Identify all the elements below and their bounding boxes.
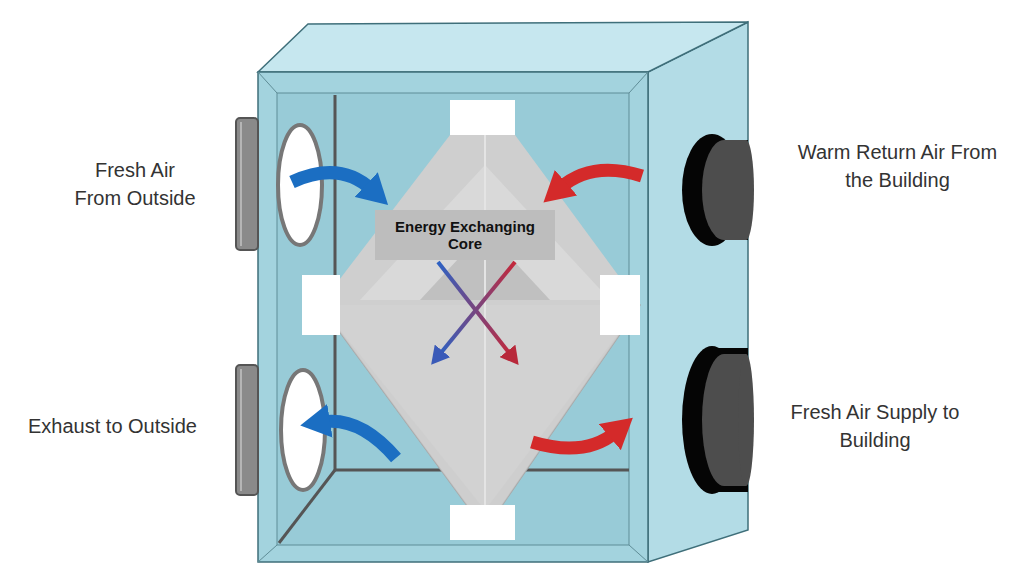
port-opening xyxy=(278,125,322,245)
port-label: Warm Return Air From the Building xyxy=(790,138,1005,194)
cabinet-side xyxy=(648,22,748,562)
core-face xyxy=(320,305,640,530)
duct xyxy=(702,140,746,240)
energy-exchanging-core: Energy Exchanging Core xyxy=(300,100,660,540)
core-seam xyxy=(484,110,486,530)
port-opening xyxy=(281,370,325,490)
port-collar xyxy=(240,122,242,246)
port-collar xyxy=(236,365,258,495)
core-seal xyxy=(450,505,515,540)
duct xyxy=(738,354,754,486)
cabinet-top xyxy=(258,22,748,72)
port-label: Fresh Air Supply to Building xyxy=(775,398,975,454)
duct xyxy=(724,140,746,240)
core-seal xyxy=(450,100,515,135)
port-label: Fresh Air From Outside xyxy=(70,156,200,212)
bevel-line xyxy=(258,72,277,93)
flow-arrow xyxy=(560,170,642,188)
port-label: Exhaust to Outside xyxy=(5,412,220,440)
core-seal xyxy=(600,275,640,335)
cabinet-front xyxy=(258,72,648,562)
flow-arrow xyxy=(532,432,616,448)
exchange-arrow xyxy=(440,262,515,354)
core-label: Energy Exchanging Core xyxy=(375,210,555,260)
exchange-arrow xyxy=(438,262,510,354)
flow-arrow xyxy=(292,173,372,190)
flow-arrow xyxy=(322,421,396,458)
port-collar xyxy=(240,369,242,491)
bevel-line xyxy=(258,545,277,562)
core-seal xyxy=(302,275,340,335)
core-diamond xyxy=(320,110,640,530)
port-collar xyxy=(236,118,258,250)
core-shape xyxy=(300,100,660,540)
bevel-line xyxy=(629,72,648,93)
bevel-line xyxy=(629,545,648,562)
